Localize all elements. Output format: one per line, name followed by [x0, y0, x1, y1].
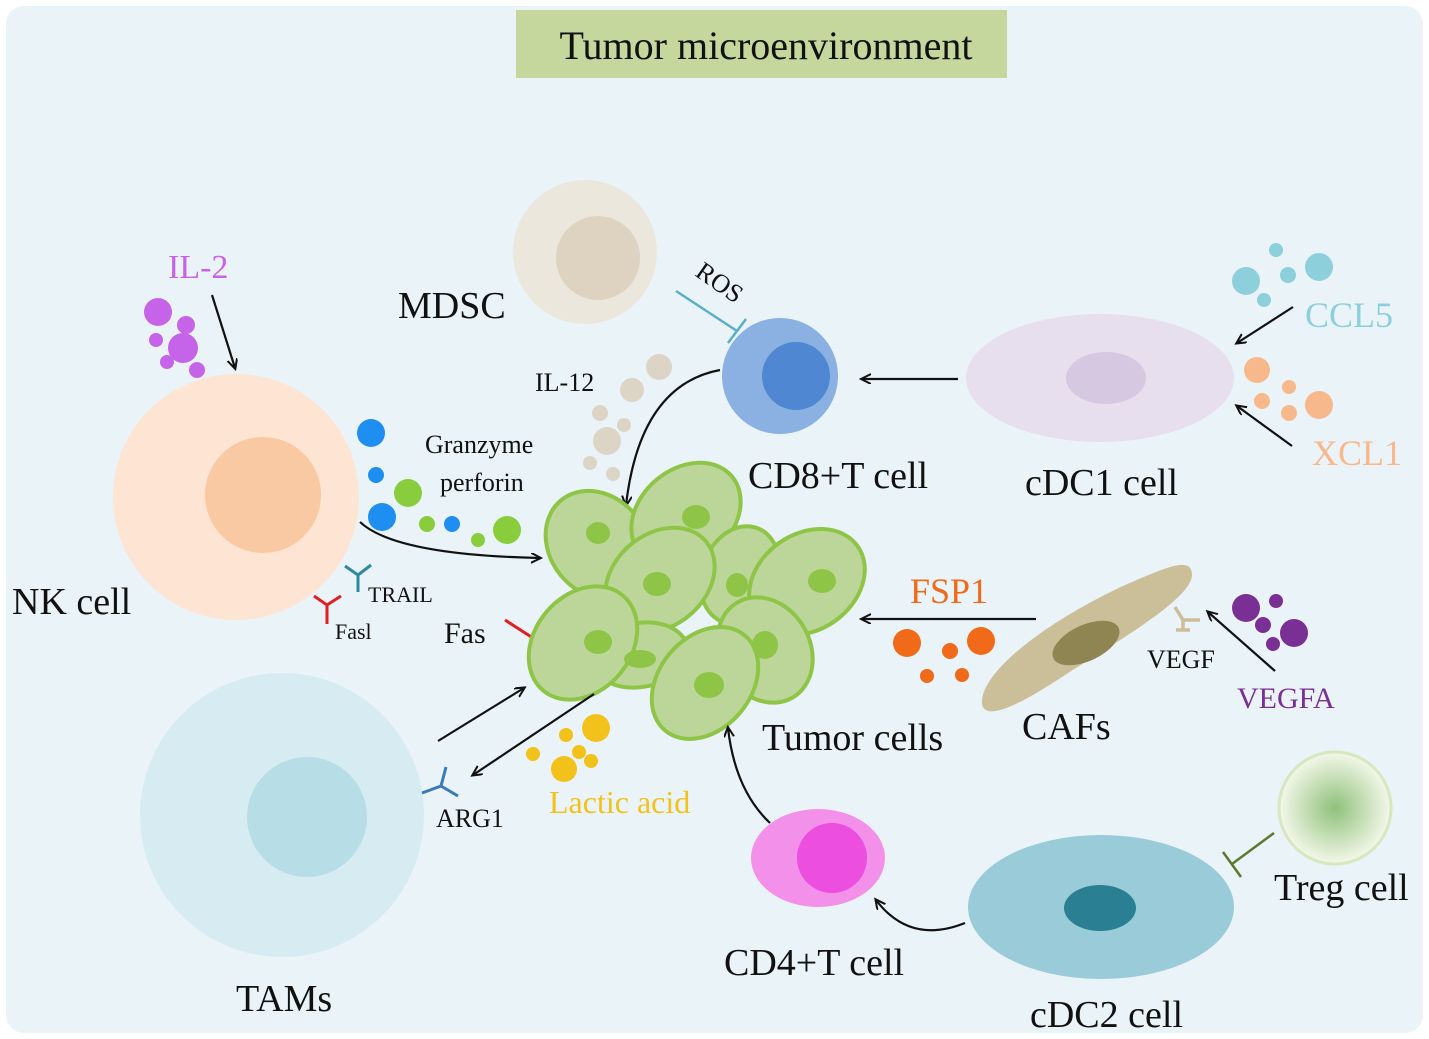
arg1-receptor [421, 766, 459, 798]
ccl5-particles [1232, 243, 1333, 307]
cd4-t-cell-label: CD4+T cell [724, 942, 904, 984]
cdc2-cell-nucleus [1064, 885, 1136, 931]
trail-label: TRAIL [368, 582, 433, 607]
perforin-label: perforin [440, 468, 524, 497]
fsp1-particles [893, 627, 995, 683]
cd4-to-tumor-arrow [728, 728, 771, 824]
il2-label: IL-2 [168, 249, 228, 286]
il2-particles [144, 298, 205, 378]
cdc1-cell-label: cDC1 cell [1025, 462, 1178, 504]
cd8-t-cell-label: CD8+T cell [748, 455, 928, 497]
tams-label: TAMs [236, 978, 332, 1020]
vegfa-label: VEGFA [1237, 682, 1335, 715]
xcl1-arrow [1237, 406, 1293, 447]
il12-label: IL-12 [535, 368, 594, 397]
trail-receptor [344, 563, 372, 592]
tumor-cells-label: Tumor cells [762, 717, 943, 759]
treg-cell [1277, 750, 1393, 866]
granzyme-perforin-particles [357, 419, 521, 547]
cafs-label: CAFs [1022, 706, 1111, 748]
il2-arrow [210, 294, 235, 368]
vegfa-particles [1232, 594, 1308, 651]
nk-to-tumor-arrow [359, 521, 540, 558]
granzyme-label: Granzyme [425, 430, 533, 459]
cd8-to-tumor-arrow [626, 368, 721, 505]
nk-cell-label: NK cell [12, 581, 131, 623]
ccl5-label: CCL5 [1305, 295, 1393, 335]
lactic-acid-label: Lactic acid [549, 784, 690, 820]
cd8-t-cell-nucleus [762, 342, 830, 410]
arg1-label: ARG1 [436, 804, 504, 833]
il12-particles [583, 354, 672, 481]
ros-inhibition [675, 289, 747, 344]
tams-to-tumor-arrow [437, 688, 524, 742]
title-box [516, 10, 1007, 78]
cafs-cell-nucleus [1052, 620, 1120, 666]
tams-cell-nucleus [247, 757, 367, 877]
mdsc-label: MDSC [398, 285, 506, 327]
cdc2-to-cd4-arrow [876, 900, 966, 932]
tumor-to-tams-arrow [473, 693, 595, 775]
fsp1-label: FSP1 [910, 571, 988, 611]
treg-cell-label: Treg cell [1274, 867, 1409, 909]
fas-label: Fas [444, 617, 486, 650]
page-title: Tumor microenvironment [560, 23, 973, 68]
fasl-label: Fasl [335, 619, 372, 644]
treg-inhibition [1221, 831, 1275, 878]
mdsc-cell-nucleus [556, 216, 640, 300]
cdc1-cell-nucleus [1066, 352, 1146, 404]
xcl1-label: XCL1 [1312, 433, 1402, 473]
fasl-ligand [313, 594, 342, 624]
cd4-t-cell-nucleus [797, 823, 867, 893]
cdc2-cell-label: cDC2 cell [1030, 994, 1183, 1036]
nk-cell-nucleus [205, 437, 321, 553]
ccl5-arrow [1237, 306, 1294, 343]
vegfa-arrow [1208, 612, 1276, 672]
xcl1-particles [1244, 357, 1333, 421]
tumor-cell-nuclei [584, 505, 836, 698]
vegf-label: VEGF [1147, 645, 1215, 674]
lactic-acid-particles [526, 714, 610, 782]
vegf-receptor [1173, 606, 1200, 632]
